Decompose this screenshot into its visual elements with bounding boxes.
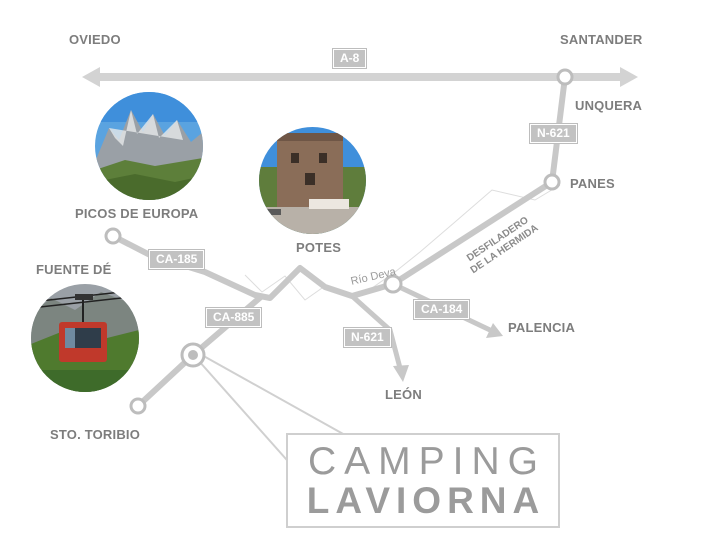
place-oviedo: OVIEDO [69, 32, 121, 47]
mountain-peaks-icon [95, 92, 203, 200]
fuente-de-photo [31, 284, 139, 392]
logo-line1: CAMPING [307, 440, 546, 483]
shield-ca885: CA-885 [204, 307, 263, 328]
place-potes: POTES [296, 240, 342, 255]
a8-arrow-west [82, 67, 100, 87]
place-picos: PICOS DE EUROPA [75, 206, 199, 221]
cable-car-icon [31, 284, 139, 392]
place-santander: SANTANDER [560, 32, 643, 47]
shield-ca184: CA-184 [412, 299, 471, 320]
camping-logo: CAMPING LAVIORNA [286, 433, 560, 528]
potes-junction-node [383, 274, 403, 294]
toribio-node [129, 397, 147, 415]
place-unquera: UNQUERA [575, 98, 643, 113]
shield-n621-south: N-621 [343, 327, 392, 348]
logo-line2: LAVIORNA [306, 480, 546, 521]
leon-arrow [393, 365, 409, 382]
potes-photo [259, 127, 366, 234]
santander-node [556, 68, 574, 86]
place-leon: LEÓN [385, 387, 422, 402]
picos-node [104, 227, 122, 245]
stone-tower-icon [259, 127, 366, 234]
picos-photo [95, 92, 203, 200]
hermida-road [391, 179, 554, 287]
logo-pointer-left [197, 359, 295, 469]
a8-arrow-east [620, 67, 638, 87]
shield-a8: A-8 [331, 48, 368, 69]
place-panes: PANES [570, 176, 615, 191]
logo-pointer-right [199, 353, 346, 436]
camping-node-inner [188, 350, 198, 360]
shield-ca185: CA-185 [147, 249, 206, 270]
shield-n621-north: N-621 [529, 123, 578, 144]
place-palencia: PALENCIA [508, 320, 576, 335]
place-fuente-de: FUENTE DÉ [36, 262, 112, 277]
place-toribio: STO. TORIBIO [50, 427, 141, 442]
palencia-arrow [486, 323, 503, 338]
panes-node [543, 173, 561, 191]
